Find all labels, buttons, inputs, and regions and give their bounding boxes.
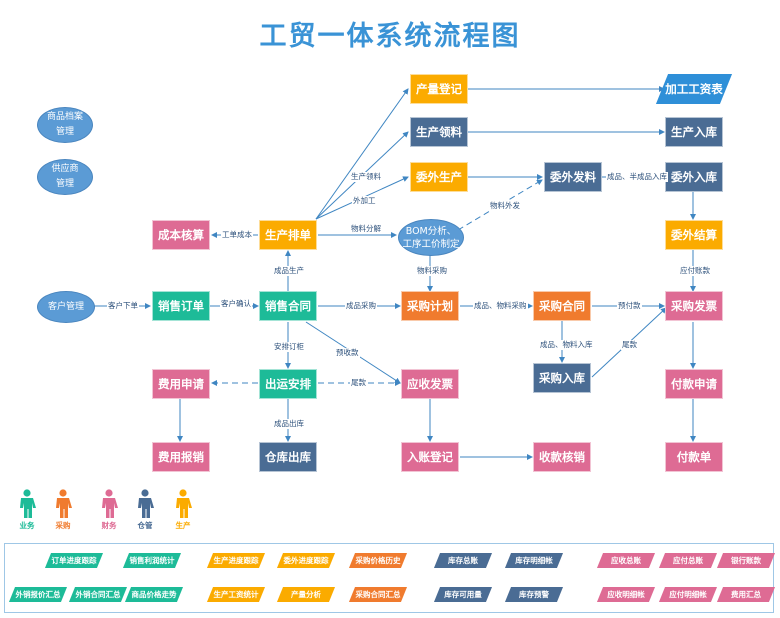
edge-label-arrange-container: 安排订柜 [273, 342, 305, 352]
edge-label-balance-purchase: 尾款 [621, 340, 638, 350]
edge-label-finished-material-purchase: 成品、物料采购 [473, 301, 528, 311]
role-legend-item: 业务 [16, 489, 38, 531]
role-label: 财务 [101, 521, 117, 530]
ellipse-supplier[interactable]: 供应商 管理 [37, 159, 93, 195]
node-receipt-writeoff[interactable]: 收款核销 [533, 442, 591, 472]
edge-label-finished-semi-in: 成品、半成品入库 [606, 172, 668, 182]
node-shipping[interactable]: 出运安排 [259, 369, 317, 399]
ellipse-bom[interactable]: BOM分析、 工序工价制定 [398, 219, 464, 256]
node-production-inbound[interactable]: 生产入库 [665, 117, 723, 147]
report-link[interactable]: 生产工资统计 [210, 587, 262, 602]
person-icon [102, 489, 118, 518]
role-label: 业务 [19, 521, 35, 530]
report-link[interactable]: 采购合同汇总 [352, 587, 404, 602]
report-link[interactable]: 应收总账 [600, 553, 652, 568]
node-wage-sheet[interactable]: 加工工资表 [662, 74, 726, 104]
report-link[interactable]: 应付总账 [662, 553, 714, 568]
report-link[interactable]: 外销合同汇总 [72, 587, 124, 602]
report-link[interactable]: 产量分析 [280, 587, 332, 602]
edge-label-work-order-cost: 工单成本 [221, 230, 253, 240]
report-link[interactable]: 生产进度跟踪 [210, 553, 262, 568]
report-link[interactable]: 外销报价汇总 [12, 587, 64, 602]
edge-bom-issue-dashed [457, 179, 543, 231]
node-purchase-plan[interactable]: 采购计划 [401, 291, 459, 321]
edge-schedule-output [315, 88, 409, 220]
node-production-material[interactable]: 生产领料 [410, 117, 468, 147]
person-icon [20, 489, 36, 518]
edge-label-finished-material-in: 成品、物料入库 [539, 340, 594, 350]
edge-label-customer-confirm: 客户确认 [220, 299, 252, 309]
edge-label-advance-receipt: 预收款 [335, 348, 360, 358]
report-link[interactable]: 委外进度跟踪 [280, 553, 332, 568]
edge-label-balance-shipping: 尾款 [350, 378, 367, 388]
report-link[interactable]: 库存总账 [437, 553, 489, 568]
role-legend-item: 生产 [172, 489, 194, 531]
edge-label-outsource-proc: 外加工 [352, 196, 377, 206]
report-link[interactable]: 银行账款 [720, 553, 772, 568]
edge-label-payable: 应付账款 [679, 266, 711, 276]
node-payment-slip[interactable]: 付款单 [665, 442, 723, 472]
role-legend-item: 采购 [52, 489, 74, 531]
report-link[interactable]: 库存明细帐 [508, 553, 560, 568]
edge-label-material-decompose: 物料分解 [350, 224, 382, 234]
node-output-register[interactable]: 产量登记 [410, 74, 468, 104]
edge-label-finished-out: 成品出库 [273, 419, 305, 429]
report-link[interactable]: 库存可用量 [437, 587, 489, 602]
report-link[interactable]: 采购价格历史 [352, 553, 404, 568]
node-purchase-inbound[interactable]: 采购入库 [533, 363, 591, 393]
edge-label-material-purchase: 物料采购 [416, 266, 448, 276]
report-link[interactable]: 销售利润统计 [126, 553, 178, 568]
ellipse-customer[interactable]: 客户管理 [37, 291, 95, 323]
role-label: 生产 [175, 521, 191, 530]
report-link[interactable]: 商品价格走势 [128, 587, 180, 602]
role-legend-item: 财务 [98, 489, 120, 531]
node-purchase-invoice[interactable]: 采购发票 [665, 291, 723, 321]
edge-label-prepay: 预付款 [617, 301, 642, 311]
person-icon [138, 489, 154, 518]
person-icon [56, 489, 72, 518]
role-legend-item: 仓管 [134, 489, 156, 531]
edge-label-prod-material: 生产领料 [350, 172, 382, 182]
edge-label-finished-prod: 成品生产 [273, 266, 305, 276]
node-expense-reimburse[interactable]: 费用报销 [152, 442, 210, 472]
report-link[interactable]: 订单进度跟踪 [48, 553, 100, 568]
edge-label-customer-order: 客户下单 [107, 301, 139, 311]
person-icon [176, 489, 192, 518]
ellipse-product-archive[interactable]: 商品档案 管理 [37, 107, 93, 143]
node-production-schedule[interactable]: 生产排单 [259, 220, 317, 250]
node-outsource-inbound[interactable]: 委外入库 [665, 162, 723, 192]
node-purchase-contract[interactable]: 采购合同 [533, 291, 591, 321]
node-payment-request[interactable]: 付款申请 [665, 369, 723, 399]
report-link[interactable]: 库存预警 [508, 587, 560, 602]
report-link[interactable]: 应付明细帐 [662, 587, 714, 602]
edge-label-material-dispatch: 物料外发 [489, 201, 521, 211]
edge-label-finished-purchase: 成品采购 [345, 301, 377, 311]
diagram-title: 工贸一体系统流程图 [259, 21, 521, 52]
report-link[interactable]: 费用汇总 [720, 587, 772, 602]
node-outsource-issue[interactable]: 委外发料 [544, 162, 602, 192]
report-panel [4, 543, 774, 613]
report-link[interactable]: 应收明细帐 [600, 587, 652, 602]
node-account-register[interactable]: 入账登记 [401, 442, 459, 472]
node-sales-contract[interactable]: 销售合同 [259, 291, 317, 321]
node-outsourced-production[interactable]: 委外生产 [410, 162, 468, 192]
node-cost-accounting[interactable]: 成本核算 [152, 220, 210, 250]
node-expense-request[interactable]: 费用申请 [152, 369, 210, 399]
node-outsource-settlement[interactable]: 委外结算 [665, 220, 723, 250]
node-sales-order[interactable]: 销售订单 [152, 291, 210, 321]
role-label: 采购 [55, 521, 71, 530]
node-receivable-invoice[interactable]: 应收发票 [401, 369, 459, 399]
node-warehouse-outbound[interactable]: 仓库出库 [259, 442, 317, 472]
role-label: 仓管 [137, 521, 153, 530]
